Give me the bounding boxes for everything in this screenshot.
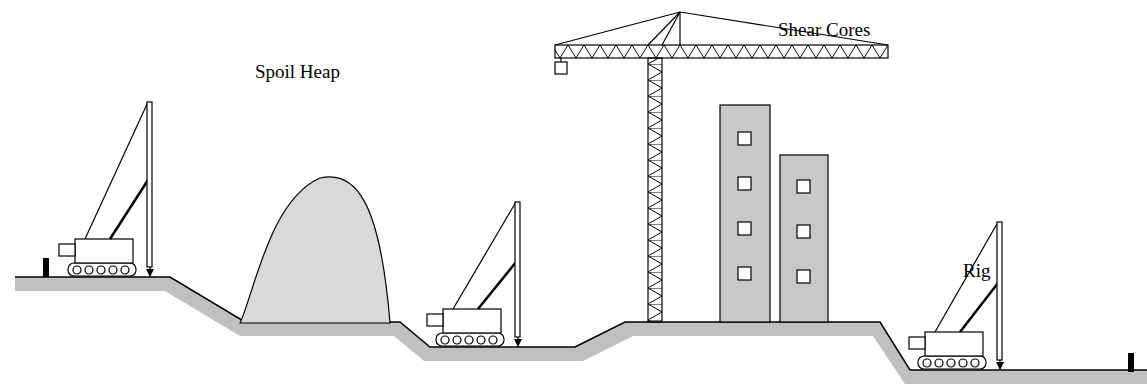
shear-core bbox=[780, 155, 828, 322]
ground-band bbox=[15, 277, 1147, 384]
rig-label: Rig bbox=[963, 260, 990, 283]
wall-post bbox=[1128, 353, 1134, 372]
heap-label: Spoil Heap bbox=[255, 61, 340, 84]
wall-post bbox=[43, 258, 49, 277]
spoil-heap bbox=[240, 177, 390, 323]
core-label: Shear Cores bbox=[778, 19, 870, 42]
piling-rig bbox=[59, 102, 152, 276]
piling-rig bbox=[427, 202, 520, 346]
shear-core bbox=[720, 105, 770, 322]
piling-rig bbox=[909, 222, 1002, 369]
ground-line bbox=[15, 277, 1147, 370]
tower-crane bbox=[555, 12, 888, 322]
